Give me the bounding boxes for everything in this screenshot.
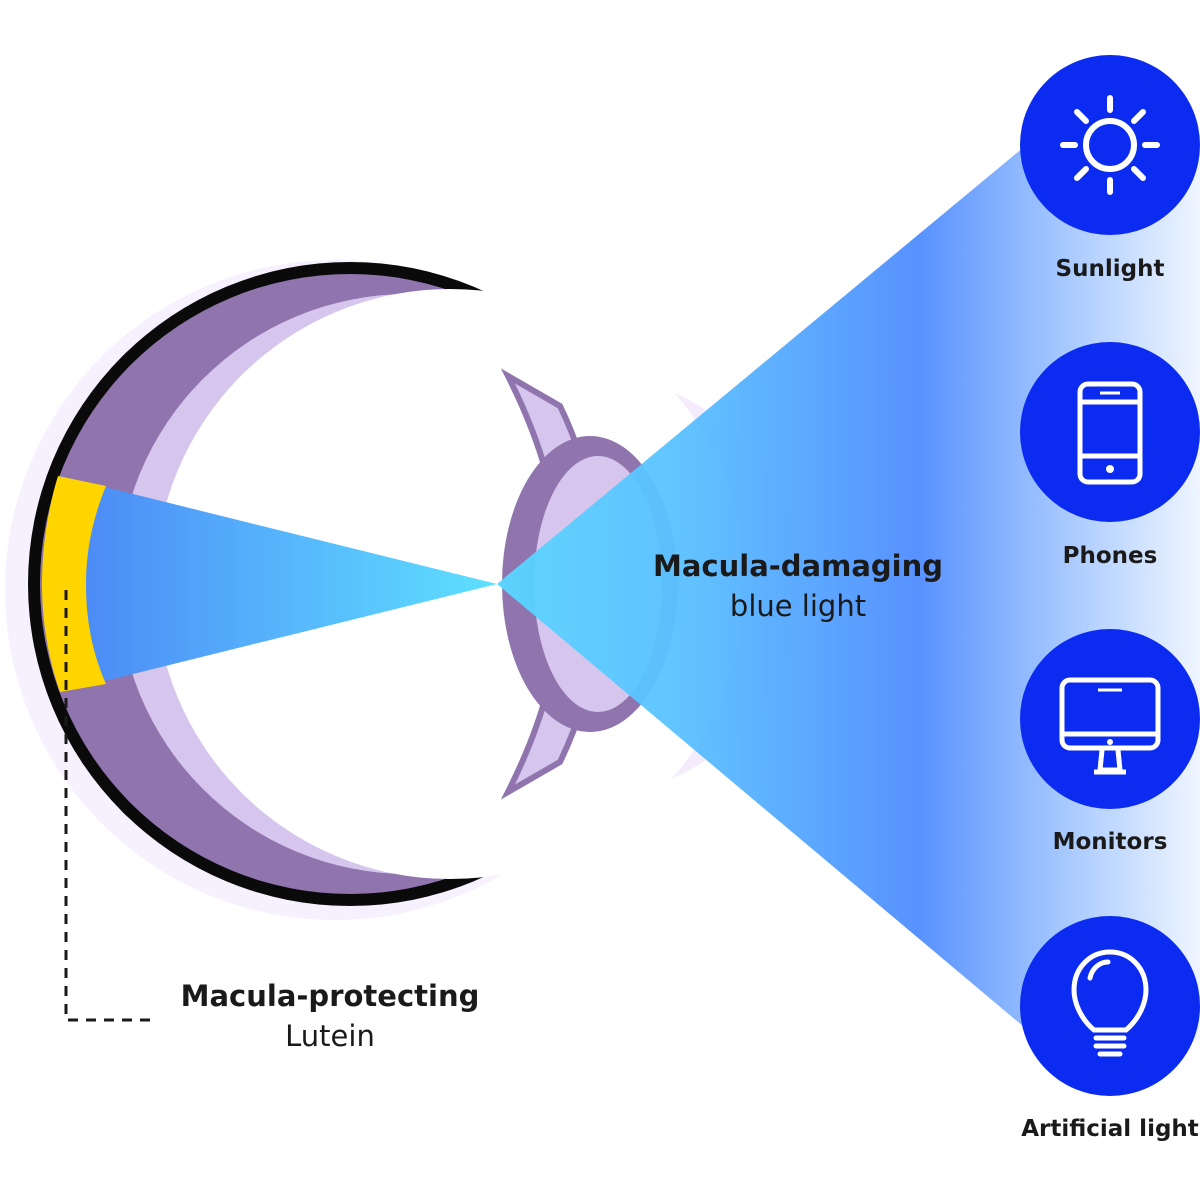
lutein-pointer-line	[64, 590, 156, 1022]
source-label: Artificial light	[1021, 1116, 1199, 1142]
sun-icon	[1060, 95, 1160, 195]
source-circle	[1020, 342, 1200, 522]
source-sunlight: Sunlight	[1020, 55, 1200, 282]
lightbulb-icon	[1071, 949, 1149, 1057]
source-circle	[1020, 916, 1200, 1096]
source-monitors: Monitors	[1020, 629, 1200, 855]
source-label: Sunlight	[1056, 256, 1165, 282]
damaging-callout-subtitle: blue light	[730, 589, 866, 623]
source-label: Phones	[1063, 543, 1158, 569]
source-circle	[1020, 55, 1200, 235]
source-label: Monitors	[1053, 829, 1168, 855]
source-circle	[1020, 629, 1200, 809]
light-beam-inner	[60, 476, 497, 692]
damaging-callout-title: Macula-damaging	[653, 549, 943, 583]
light-beam-outer	[497, 142, 1200, 1040]
monitor-icon	[1059, 677, 1161, 775]
protecting-callout-title: Macula-protecting	[181, 979, 480, 1013]
source-artificial-light: Artificial light	[1020, 916, 1200, 1142]
source-phones: Phones	[1020, 342, 1200, 569]
phone-icon	[1077, 381, 1143, 485]
protecting-callout-subtitle: Lutein	[285, 1019, 375, 1053]
macula	[42, 476, 106, 692]
